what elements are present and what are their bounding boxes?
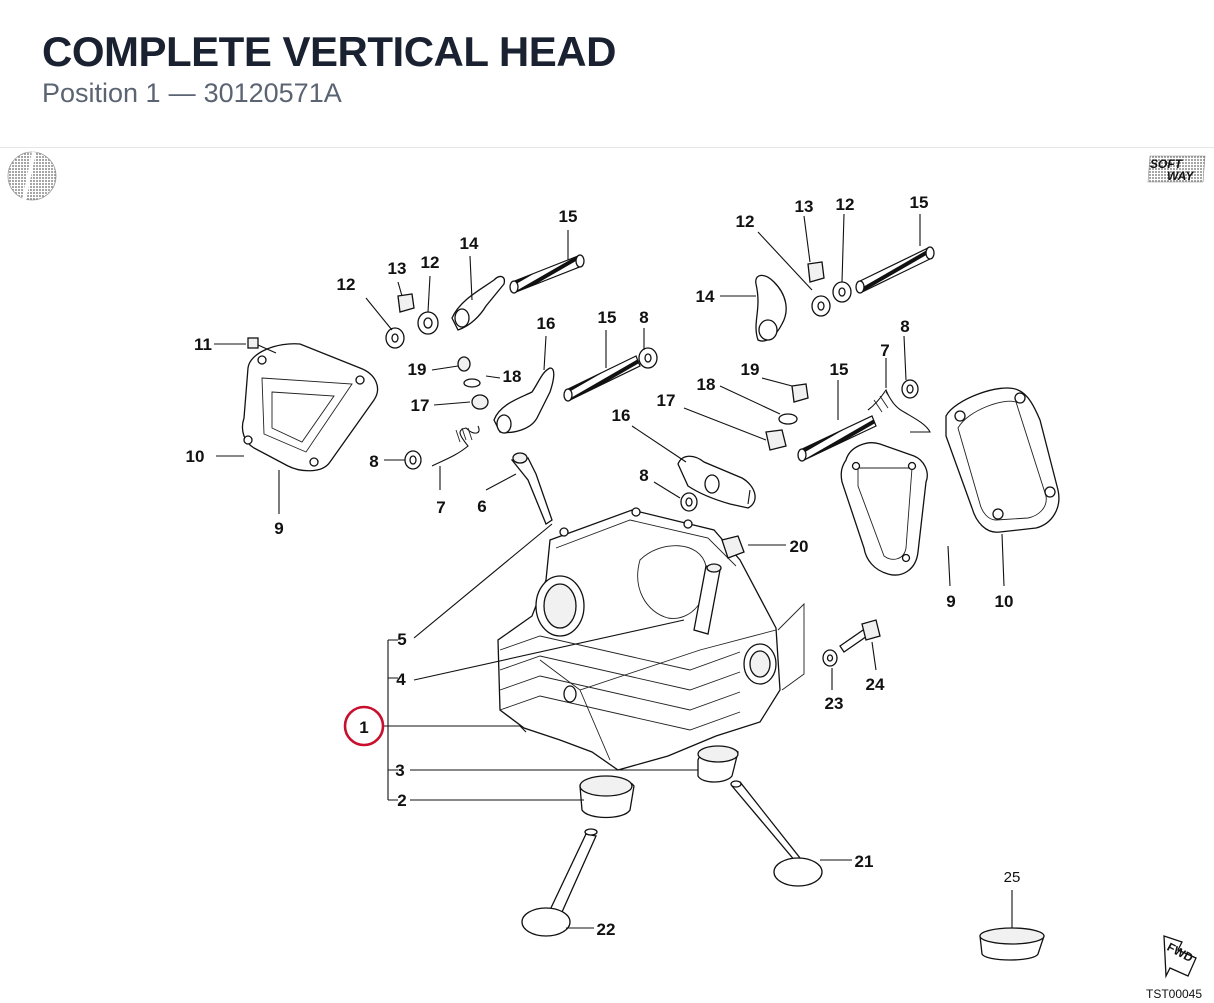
page-subtitle: Position 1—30120571A bbox=[42, 78, 342, 109]
valve-seal-20 bbox=[721, 535, 745, 559]
callout-9-right: 9 bbox=[946, 592, 955, 611]
rocker-shaft-right-top bbox=[855, 246, 935, 294]
reference-code: TST00045 bbox=[1146, 987, 1202, 1001]
rocker-arm-right-mid bbox=[677, 455, 756, 509]
cover-screw-left bbox=[247, 337, 277, 354]
valve-seat-2 bbox=[579, 775, 635, 819]
rocker-shaft-right-mid bbox=[797, 415, 877, 462]
callout-23: 23 bbox=[825, 694, 844, 713]
exhaust-valve-21 bbox=[730, 780, 823, 887]
callout-22: 22 bbox=[597, 920, 616, 939]
callout-14-left: 14 bbox=[460, 234, 479, 253]
valve-guide-right bbox=[693, 563, 722, 635]
callout-8-right-mid: 8 bbox=[639, 466, 648, 485]
callout-4: 4 bbox=[396, 670, 406, 689]
callout-19-left: 19 bbox=[408, 360, 427, 379]
intake-valve-22 bbox=[521, 828, 598, 937]
callout-15-left-top: 15 bbox=[559, 207, 578, 226]
rocker-arm-left-top bbox=[451, 275, 506, 331]
rocker-arm-right-top bbox=[755, 274, 787, 342]
spring-collet-right bbox=[680, 379, 931, 512]
callout-10-left: 10 bbox=[186, 447, 205, 466]
callout-8-right: 8 bbox=[900, 317, 909, 336]
washer-set-left-top bbox=[385, 293, 439, 349]
bolt-24 bbox=[822, 619, 881, 667]
callout-18-left: 18 bbox=[503, 367, 522, 386]
callout-6: 6 bbox=[477, 497, 486, 516]
callout-24: 24 bbox=[866, 675, 885, 694]
valve-seat-25 bbox=[979, 927, 1045, 961]
gasket-right bbox=[840, 442, 928, 576]
callout-9-left: 9 bbox=[274, 519, 283, 538]
rocker-pin-left bbox=[510, 452, 553, 525]
softway-logo-top: SOFT bbox=[1150, 157, 1184, 171]
callout-15-right-mid: 15 bbox=[830, 360, 849, 379]
callout-16-left: 16 bbox=[537, 314, 556, 333]
position-label: Position 1 bbox=[42, 78, 161, 108]
part-number: 30120571A bbox=[203, 78, 342, 108]
rocker-cover-right bbox=[945, 387, 1060, 533]
callout-5: 5 bbox=[397, 630, 406, 649]
callout-15-right-top: 15 bbox=[910, 193, 929, 212]
callout-17-right: 17 bbox=[657, 391, 676, 410]
page-title: COMPLETE VERTICAL HEAD bbox=[42, 28, 616, 75]
valve-seat-3 bbox=[697, 745, 739, 783]
brand-logo-icon bbox=[7, 151, 57, 201]
callout-21: 21 bbox=[855, 852, 874, 871]
callout-25: 25 bbox=[1004, 869, 1021, 886]
callout-12-right-a: 12 bbox=[736, 212, 755, 231]
callout-15-left-mid: 15 bbox=[598, 308, 617, 327]
callout-17-left: 17 bbox=[411, 396, 430, 415]
callout-7-right: 7 bbox=[880, 341, 889, 360]
callout-8-left-mid: 8 bbox=[639, 308, 648, 327]
forward-arrow-icon: FWD bbox=[1163, 935, 1197, 979]
callout-3: 3 bbox=[395, 761, 404, 780]
callout-1: 1 bbox=[359, 718, 368, 737]
rocker-cover-left bbox=[241, 343, 379, 472]
callout-12-left-b: 12 bbox=[421, 253, 440, 272]
callout-19-right: 19 bbox=[741, 360, 760, 379]
callout-16-right: 16 bbox=[612, 406, 631, 425]
callout-7-left: 7 bbox=[436, 498, 445, 517]
subtitle-dash: — bbox=[168, 78, 196, 108]
callout-13-left: 13 bbox=[388, 259, 407, 278]
callout-2: 2 bbox=[397, 791, 406, 810]
callout-10-right: 10 bbox=[995, 592, 1014, 611]
washer-set-right-top bbox=[807, 261, 852, 317]
rocker-shaft-left-mid bbox=[563, 347, 658, 402]
page-header: COMPLETE VERTICAL HEAD Position 1—301205… bbox=[0, 0, 1214, 148]
callout-12-left-a: 12 bbox=[337, 275, 356, 294]
cylinder-head bbox=[497, 507, 805, 771]
callout-14-right: 14 bbox=[696, 287, 715, 306]
softway-logo-bottom: WAY bbox=[1167, 169, 1194, 183]
callout-12-right-b: 12 bbox=[836, 195, 855, 214]
callout-20: 20 bbox=[790, 537, 809, 556]
callout-8-left: 8 bbox=[369, 452, 378, 471]
spring-collet-left bbox=[404, 356, 489, 470]
callout-18-right: 18 bbox=[697, 375, 716, 394]
callout-13-right: 13 bbox=[795, 197, 814, 216]
softway-logo: SOFT WAY bbox=[1147, 155, 1206, 183]
callout-labels: 1 2 3 4 5 6 7 7 8 8 8 8 9 9 10 10 11 12 … bbox=[186, 193, 1021, 939]
highlight-ring bbox=[343, 705, 385, 747]
leader-lines bbox=[214, 213, 1013, 929]
callout-11: 11 bbox=[194, 335, 212, 354]
rocker-shaft-left-top bbox=[509, 254, 585, 294]
rocker-arm-left-mid bbox=[493, 367, 555, 434]
